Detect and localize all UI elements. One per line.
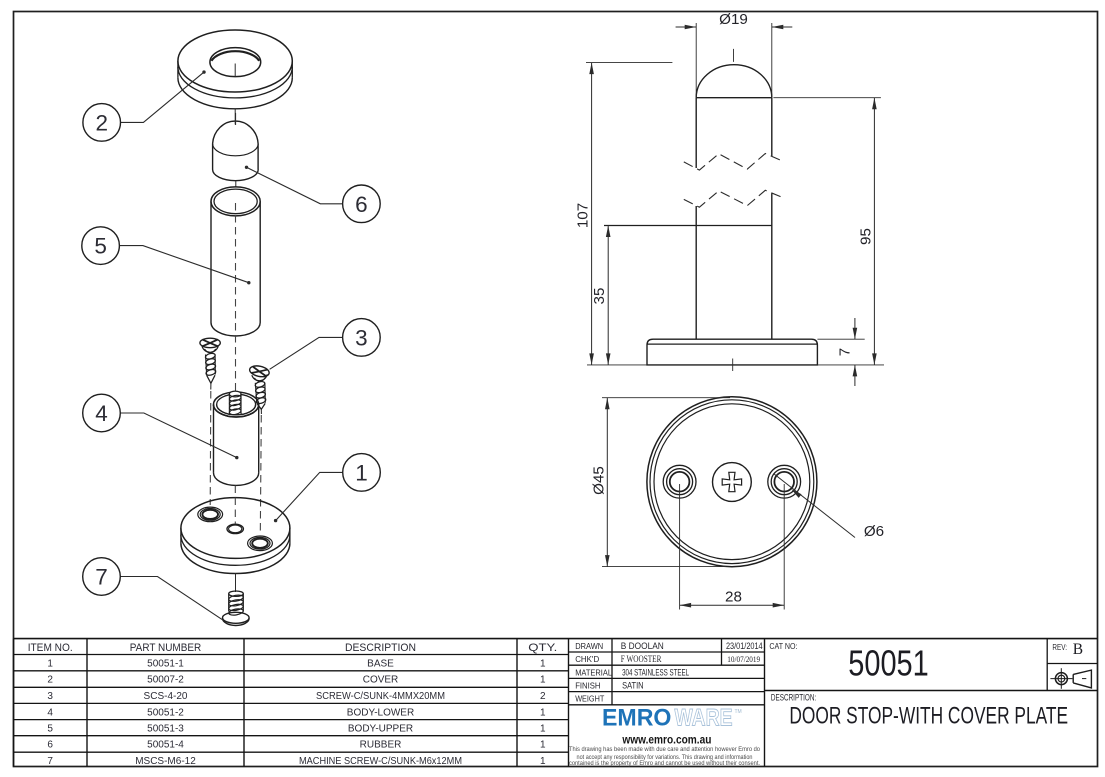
svg-text:DRAWN: DRAWN	[575, 641, 603, 651]
svg-text:MATERIAL: MATERIAL	[575, 667, 612, 677]
svg-text:BASE: BASE	[367, 658, 394, 669]
svg-text:50051: 50051	[848, 643, 929, 684]
svg-text:RUBBER: RUBBER	[360, 740, 402, 751]
svg-text:REV:: REV:	[1052, 643, 1067, 652]
svg-text:1: 1	[540, 724, 546, 735]
svg-text:1: 1	[540, 740, 546, 751]
svg-text:EMRO: EMRO	[602, 705, 671, 732]
svg-text:2: 2	[540, 691, 546, 702]
svg-text:contained is the property of E: contained is the property of Emro and ca…	[569, 760, 760, 767]
svg-text:6: 6	[355, 192, 368, 217]
svg-text:COVER: COVER	[363, 675, 399, 686]
svg-text:4: 4	[95, 401, 108, 426]
svg-text:5: 5	[94, 234, 107, 259]
svg-text:DOOR STOP-WITH COVER PLATE: DOOR STOP-WITH COVER PLATE	[789, 703, 1068, 730]
svg-text:3: 3	[355, 325, 368, 350]
svg-text:7: 7	[837, 348, 854, 356]
svg-text:7: 7	[47, 756, 53, 767]
svg-text:35: 35	[591, 288, 608, 305]
svg-text:Ø19: Ø19	[719, 11, 748, 28]
svg-text:www.emro.com.au: www.emro.com.au	[622, 732, 712, 746]
svg-text:304 STAINLESS STEEL: 304 STAINLESS STEEL	[622, 667, 689, 677]
svg-text:SATIN: SATIN	[622, 681, 644, 691]
svg-text:WEIGHT: WEIGHT	[575, 694, 604, 704]
svg-text:1: 1	[540, 658, 546, 669]
svg-text:4: 4	[47, 707, 53, 718]
svg-text:B: B	[1073, 641, 1083, 658]
svg-text:50051-1: 50051-1	[147, 658, 184, 669]
svg-text:50007-2: 50007-2	[147, 675, 184, 686]
svg-text:F WOOSTER: F WOOSTER	[621, 654, 662, 664]
svg-text:23/01/2014: 23/01/2014	[726, 641, 763, 651]
svg-text:SCREW-C/SUNK-4MMX20MM: SCREW-C/SUNK-4MMX20MM	[316, 691, 445, 702]
svg-text:This drawing has been made wit: This drawing has been made with due care…	[569, 746, 760, 753]
svg-text:107: 107	[575, 203, 592, 228]
svg-text:6: 6	[47, 740, 53, 751]
svg-text:DESCRIPTION:: DESCRIPTION:	[771, 692, 816, 702]
svg-text:3: 3	[47, 691, 53, 702]
svg-text:SCS-4-20: SCS-4-20	[144, 691, 188, 702]
svg-text:50051-3: 50051-3	[147, 724, 184, 735]
svg-text:28: 28	[725, 589, 742, 606]
svg-text:TM: TM	[735, 709, 742, 715]
svg-text:CHK'D: CHK'D	[575, 654, 599, 664]
svg-text:2: 2	[95, 110, 108, 135]
svg-text:FINISH: FINISH	[575, 681, 600, 691]
svg-text:1: 1	[540, 756, 546, 767]
svg-text:50051-4: 50051-4	[147, 740, 184, 751]
svg-text:BODY-UPPER: BODY-UPPER	[348, 724, 413, 735]
svg-text:1: 1	[540, 707, 546, 718]
svg-text:Ø6: Ø6	[864, 523, 884, 540]
svg-text:QTY.: QTY.	[528, 642, 557, 654]
svg-text:10/07/2019: 10/07/2019	[727, 654, 760, 664]
svg-text:50051-2: 50051-2	[147, 707, 184, 718]
svg-text:1: 1	[47, 658, 53, 669]
svg-text:not accept any responsibility: not accept any responsibility for variat…	[577, 754, 753, 761]
svg-text:1: 1	[355, 460, 368, 485]
svg-text:ITEM NO.: ITEM NO.	[28, 642, 73, 654]
svg-text:95: 95	[858, 228, 875, 245]
svg-text:MACHINE SCREW-C/SUNK-M6x12MM: MACHINE SCREW-C/SUNK-M6x12MM	[299, 756, 462, 767]
svg-text:7: 7	[95, 565, 108, 590]
svg-text:PART NUMBER: PART NUMBER	[130, 642, 202, 654]
svg-text:MSCS-M6-12: MSCS-M6-12	[135, 756, 196, 767]
svg-text:DESCRIPTION: DESCRIPTION	[345, 642, 416, 654]
svg-text:WARE: WARE	[675, 705, 733, 732]
svg-text:BODY-LOWER: BODY-LOWER	[347, 707, 414, 718]
svg-text:1: 1	[540, 675, 546, 686]
svg-text:B DOOLAN: B DOOLAN	[621, 641, 664, 651]
svg-text:CAT NO:: CAT NO:	[769, 641, 797, 651]
svg-text:5: 5	[47, 724, 53, 735]
svg-text:Ø45: Ø45	[591, 466, 608, 495]
svg-text:2: 2	[47, 675, 53, 686]
